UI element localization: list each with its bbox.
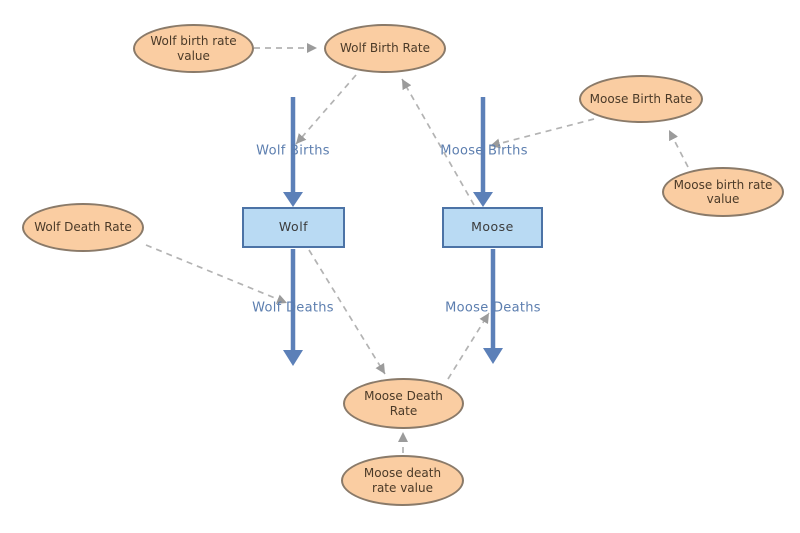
connector-wolf-birth-rate-to-wolf-births[interactable]	[295, 74, 357, 145]
variable-moose-birth-rate[interactable]: Moose Birth Rate	[579, 75, 703, 123]
flow-wolf-deaths-label[interactable]: Wolf Deaths	[252, 300, 334, 316]
connector-moose-to-wolf-birth-rate[interactable]	[401, 78, 475, 206]
variable-moose-death-rate[interactable]: Moose Death Rate	[343, 378, 464, 429]
flow-wolf-births-arrow[interactable]	[283, 97, 303, 207]
variable-wolf-birth-rate[interactable]: Wolf Birth Rate	[324, 24, 446, 73]
variable-moose-birth-rate-label: Moose Birth Rate	[589, 91, 693, 106]
variable-moose-birth-rate-value[interactable]: Moose birth rate value	[662, 167, 784, 217]
connector-moose-death-rate-to-moose-deaths[interactable]	[447, 312, 490, 380]
flow-wolf-deaths-arrow[interactable]	[283, 249, 303, 366]
flow-moose-deaths-label[interactable]: Moose Deaths	[445, 300, 541, 316]
stock-moose[interactable]: Moose	[442, 207, 543, 248]
variable-moose-birth-rate-value-label: Moose birth rate value	[673, 177, 773, 206]
variable-moose-death-rate-label: Moose Death Rate	[364, 389, 443, 418]
variable-wolf-birth-rate-label: Wolf Birth Rate	[339, 41, 431, 56]
stock-wolf-label: Wolf	[278, 219, 309, 235]
flow-moose-births-arrow[interactable]	[473, 97, 493, 207]
variable-wolf-birth-rate-value-label: Wolf birth rate value	[150, 34, 237, 63]
variable-wolf-death-rate[interactable]: Wolf Death Rate	[22, 203, 144, 252]
flow-moose-births-label[interactable]: Moose Births	[440, 143, 528, 159]
flow-moose-deaths-arrow[interactable]	[483, 249, 503, 364]
connector-wolf-to-moose-death-rate[interactable]	[308, 249, 386, 375]
variable-wolf-death-rate-label: Wolf Death Rate	[34, 220, 132, 235]
variable-moose-death-rate-value[interactable]: Moose death rate value	[341, 455, 464, 506]
stock-moose-label: Moose	[471, 219, 514, 235]
stock-wolf[interactable]: Wolf	[242, 207, 345, 248]
connector-moose-birth-rate-to-moose-births[interactable]	[489, 118, 595, 149]
flow-wolf-births-label[interactable]: Wolf Births	[256, 143, 330, 159]
connector-wolf-death-rate-to-wolf-deaths[interactable]	[145, 244, 288, 304]
variable-wolf-birth-rate-value[interactable]: Wolf birth rate value	[133, 24, 254, 73]
connector-moose-birth-rate-value-to-moose-birth-rate[interactable]	[668, 129, 689, 168]
variable-moose-death-rate-value-label: Moose death rate value	[363, 466, 442, 495]
